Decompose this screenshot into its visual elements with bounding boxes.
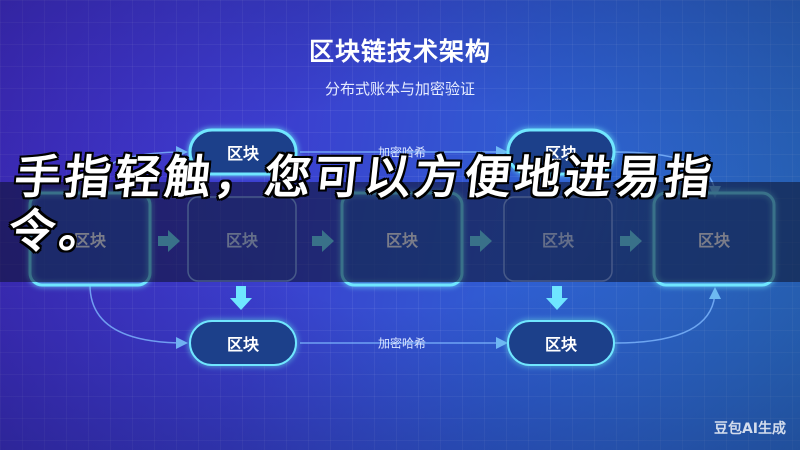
down-arrow-right: [546, 286, 568, 310]
connector-lines: [89, 146, 721, 349]
block-top-left-label: 区块: [226, 144, 260, 163]
watermark: 豆包AI生成: [713, 421, 786, 437]
down-arrow-left: [230, 286, 252, 310]
left-loop-bottom: [89, 284, 188, 349]
block-top-right: [506, 128, 616, 176]
diagram-subtitle: 分布式账本与加密验证: [324, 80, 475, 98]
encryption-label-top: 加密哈希: [377, 145, 427, 160]
block-bottom-left-label: 区块: [226, 335, 260, 354]
diagram-title: 区块链技术架构: [308, 37, 491, 66]
block-bottom-right: [507, 320, 615, 366]
caption-text: 手指轻触，您可以方便地进易指令。: [6, 150, 718, 258]
block-top-left: [188, 128, 298, 176]
caption-banner: [0, 182, 800, 282]
encryption-label-bottom: 加密哈希: [377, 336, 427, 351]
right-loop-bottom: [614, 287, 721, 344]
block-top-right-label: 区块: [544, 144, 578, 163]
block-bottom-right-label: 区块: [544, 335, 578, 354]
block-bottom-left: [189, 320, 297, 366]
